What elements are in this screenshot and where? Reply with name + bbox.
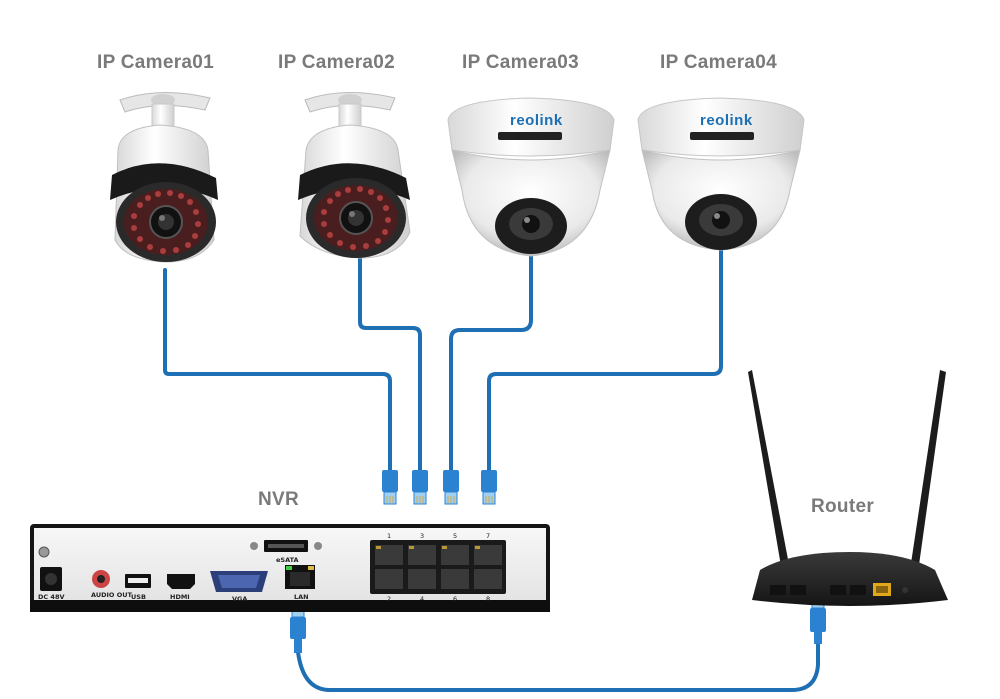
router-device xyxy=(748,370,948,606)
nvr-device: DC 48V AUDIO OUT USB HDMI VGA eSATA LAN xyxy=(30,524,550,612)
rj45-connector-1 xyxy=(382,470,398,505)
camera4: reolink xyxy=(637,97,805,251)
router-antenna-right xyxy=(910,370,946,572)
camera1-label: IP Camera01 xyxy=(97,52,215,73)
cables xyxy=(163,246,820,692)
poe-port-number-2: 2 xyxy=(387,595,391,603)
poe-port-number-1: 1 xyxy=(387,532,391,540)
poe-port-number-4: 4 xyxy=(420,595,424,603)
camera3-label: IP Camera03 xyxy=(462,52,580,73)
cable-camera2 xyxy=(358,256,422,472)
rj45-connectors xyxy=(290,470,826,653)
rj45-connector-2 xyxy=(412,470,428,505)
cable-camera3 xyxy=(449,254,533,472)
camera4-brand: reolink xyxy=(700,112,753,129)
cable-camera1 xyxy=(163,268,392,472)
audio-out-label: AUDIO OUT xyxy=(91,591,133,599)
usb-label: USB xyxy=(131,593,146,601)
poe-port-number-5: 5 xyxy=(453,532,457,540)
poe-port-block xyxy=(370,540,506,594)
camera2 xyxy=(298,92,411,259)
router-antenna-left xyxy=(748,370,790,572)
poe-port-number-7: 7 xyxy=(486,532,490,540)
cable-camera4 xyxy=(487,246,723,472)
esata-label: eSATA xyxy=(276,556,299,564)
camera3-brand: reolink xyxy=(510,112,563,129)
hdmi-port xyxy=(167,574,195,589)
nvr-label: NVR xyxy=(258,489,300,510)
rj45-connector-lan xyxy=(290,604,306,653)
camera4-label: IP Camera04 xyxy=(660,52,778,73)
poe-port-number-8: 8 xyxy=(486,595,490,603)
poe-ports xyxy=(375,545,502,589)
hdmi-label: HDMI xyxy=(170,593,190,601)
dc-power-label: DC 48V xyxy=(38,593,65,601)
vga-label: VGA xyxy=(232,595,247,603)
lan-label: LAN xyxy=(294,593,309,601)
rj45-connector-4 xyxy=(481,470,497,505)
router-label: Router xyxy=(811,496,875,517)
camera3: reolink xyxy=(447,97,615,257)
poe-port-number-6: 6 xyxy=(453,595,457,603)
cable-nvr-router xyxy=(296,642,820,692)
camera2-label: IP Camera02 xyxy=(278,52,396,73)
rj45-connector-3 xyxy=(443,470,459,505)
camera1 xyxy=(110,92,218,263)
poe-port-number-3: 3 xyxy=(420,532,424,540)
